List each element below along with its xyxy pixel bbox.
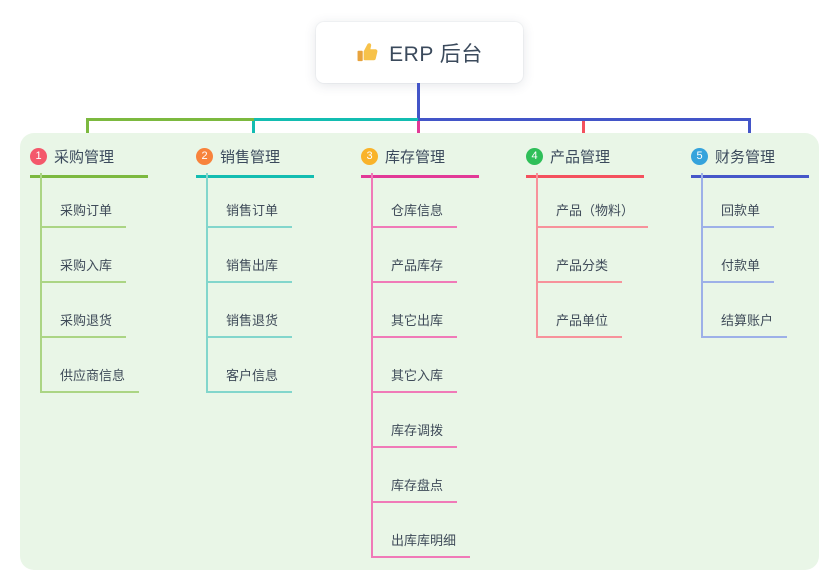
child-node[interactable]: 付款单 bbox=[703, 228, 821, 283]
branch-column: 3 库存管理 仓库信息 产品库存 其它出库 其它入库 库存调拨 库存盘点 出库库… bbox=[361, 146, 491, 558]
branch-label: 销售管理 bbox=[220, 149, 281, 166]
child-node[interactable]: 产品（物料） bbox=[538, 173, 656, 228]
branches-panel bbox=[20, 133, 819, 570]
branch-number-badge: 2 bbox=[196, 148, 213, 165]
child-node[interactable]: 供应商信息 bbox=[42, 338, 160, 393]
branch-children: 仓库信息 产品库存 其它出库 其它入库 库存调拨 库存盘点 出库库明细 bbox=[371, 173, 491, 558]
branch-number-badge: 5 bbox=[691, 148, 708, 165]
branch-label: 采购管理 bbox=[54, 149, 115, 166]
branch-node[interactable]: 2 销售管理 bbox=[196, 146, 314, 178]
child-label: 产品（物料） bbox=[538, 200, 649, 228]
branch-column: 1 采购管理 采购订单 采购入库 采购退货 供应商信息 bbox=[30, 146, 160, 393]
child-label: 结算账户 bbox=[703, 310, 788, 338]
child-node[interactable]: 销售退货 bbox=[208, 283, 326, 338]
child-node[interactable]: 回款单 bbox=[703, 173, 821, 228]
child-node[interactable]: 客户信息 bbox=[208, 338, 326, 393]
branch-node[interactable]: 5 财务管理 bbox=[691, 146, 809, 178]
child-label: 库存盘点 bbox=[373, 475, 458, 503]
branch-node[interactable]: 1 采购管理 bbox=[30, 146, 148, 178]
child-node[interactable]: 产品单位 bbox=[538, 283, 656, 338]
child-label: 采购订单 bbox=[42, 200, 127, 228]
child-node[interactable]: 采购退货 bbox=[42, 283, 160, 338]
branch-number-badge: 4 bbox=[526, 148, 543, 165]
branch-children: 产品（物料） 产品分类 产品单位 bbox=[536, 173, 656, 338]
root-title: ERP 后台 bbox=[389, 42, 483, 66]
connector-rail-teal bbox=[254, 118, 418, 121]
child-label: 销售订单 bbox=[208, 200, 293, 228]
child-label: 回款单 bbox=[703, 200, 775, 228]
child-node[interactable]: 结算账户 bbox=[703, 283, 821, 338]
branch-number-badge: 3 bbox=[361, 148, 378, 165]
child-label: 产品分类 bbox=[538, 255, 623, 283]
child-label: 采购退货 bbox=[42, 310, 127, 338]
connector-rail-green bbox=[86, 118, 254, 121]
child-node[interactable]: 产品库存 bbox=[373, 228, 491, 283]
branch-label: 财务管理 bbox=[715, 149, 776, 166]
branch-column: 4 产品管理 产品（物料） 产品分类 产品单位 bbox=[526, 146, 656, 338]
child-label: 仓库信息 bbox=[373, 200, 458, 228]
connector-rail-blue bbox=[418, 118, 751, 121]
child-node[interactable]: 产品分类 bbox=[538, 228, 656, 283]
thumbs-up-icon bbox=[356, 41, 379, 64]
child-node[interactable]: 销售出库 bbox=[208, 228, 326, 283]
child-node[interactable]: 其它入库 bbox=[373, 338, 491, 393]
branch-node[interactable]: 4 产品管理 bbox=[526, 146, 644, 178]
child-node[interactable]: 采购订单 bbox=[42, 173, 160, 228]
child-node[interactable]: 仓库信息 bbox=[373, 173, 491, 228]
branch-children: 销售订单 销售出库 销售退货 客户信息 bbox=[206, 173, 326, 393]
child-label: 其它入库 bbox=[373, 365, 458, 393]
branch-column: 2 销售管理 销售订单 销售出库 销售退货 客户信息 bbox=[196, 146, 326, 393]
child-label: 其它出库 bbox=[373, 310, 458, 338]
branch-children: 采购订单 采购入库 采购退货 供应商信息 bbox=[40, 173, 160, 393]
child-node[interactable]: 库存盘点 bbox=[373, 448, 491, 503]
child-label: 产品单位 bbox=[538, 310, 623, 338]
child-label: 库存调拨 bbox=[373, 420, 458, 448]
connector-root-stem bbox=[417, 83, 420, 119]
child-label: 销售退货 bbox=[208, 310, 293, 338]
child-label: 出库库明细 bbox=[373, 530, 471, 558]
child-label: 产品库存 bbox=[373, 255, 458, 283]
branch-node[interactable]: 3 库存管理 bbox=[361, 146, 479, 178]
child-node[interactable]: 采购入库 bbox=[42, 228, 160, 283]
branch-column: 5 财务管理 回款单 付款单 结算账户 bbox=[691, 146, 821, 338]
branch-label: 库存管理 bbox=[385, 149, 446, 166]
branch-number-badge: 1 bbox=[30, 148, 47, 165]
root-node[interactable]: ERP 后台 bbox=[316, 22, 523, 83]
child-node[interactable]: 库存调拨 bbox=[373, 393, 491, 448]
child-label: 采购入库 bbox=[42, 255, 127, 283]
child-label: 客户信息 bbox=[208, 365, 293, 393]
child-label: 付款单 bbox=[703, 255, 775, 283]
child-node[interactable]: 其它出库 bbox=[373, 283, 491, 338]
branch-children: 回款单 付款单 结算账户 bbox=[701, 173, 821, 338]
branch-label: 产品管理 bbox=[550, 149, 611, 166]
child-label: 供应商信息 bbox=[42, 365, 140, 393]
child-node[interactable]: 销售订单 bbox=[208, 173, 326, 228]
child-label: 销售出库 bbox=[208, 255, 293, 283]
child-node[interactable]: 出库库明细 bbox=[373, 503, 491, 558]
